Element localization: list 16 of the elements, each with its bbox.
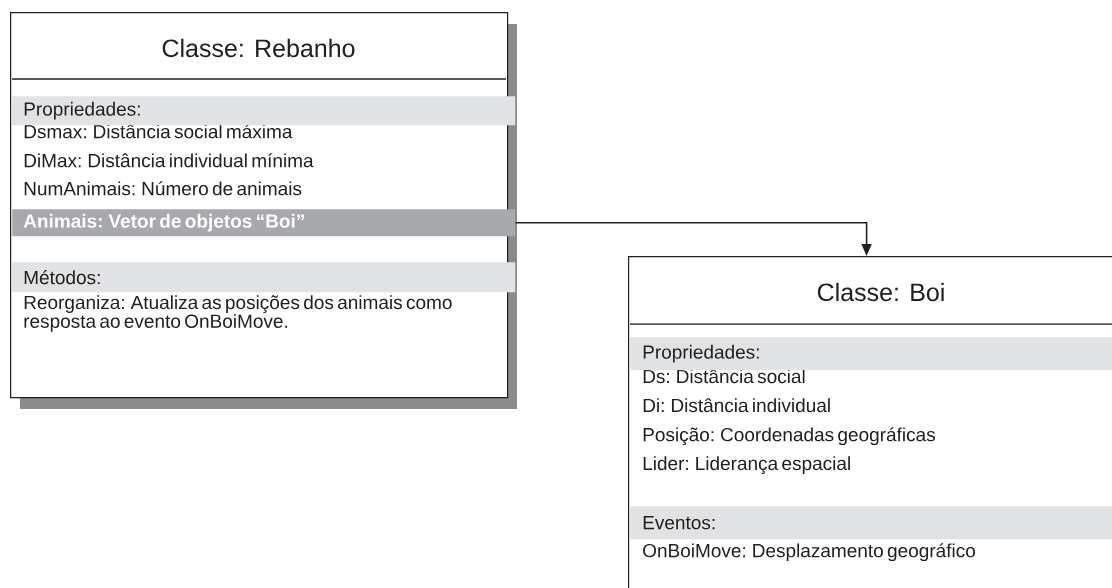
- section-header: Propriedades:: [12, 96, 516, 126]
- member-text: NumAnimais: Número de animais: [24, 181, 302, 196]
- section-header: Métodos:: [12, 262, 516, 293]
- member-text: OnBoiMove: Desplazamento geográfico: [643, 543, 975, 562]
- class-title: Classe: Boi: [817, 282, 944, 302]
- class-title: Classe: Rebanho: [162, 38, 355, 58]
- member-text: Reorganiza: Atualiza as posições dos animais como resposta ao evento OnBoiMove.: [24, 295, 452, 332]
- section-header: Eventos:: [630, 506, 1112, 540]
- member-text: Posição: Coordenadas geográficas: [643, 427, 935, 446]
- highlighted-row: Animais: Vetor de objetos “Boi”: [12, 209, 516, 237]
- section-header: Propriedades:: [630, 337, 1112, 371]
- member-text: Di: Distância individual: [643, 398, 830, 413]
- member-text: Dsmax: Distância social máxima: [24, 124, 293, 139]
- member-text: Ds: Distância social: [643, 369, 805, 384]
- member-text: Lider: Liderança espacial: [643, 456, 850, 474]
- member-text: DiMax: Distância individual mínima: [24, 153, 314, 168]
